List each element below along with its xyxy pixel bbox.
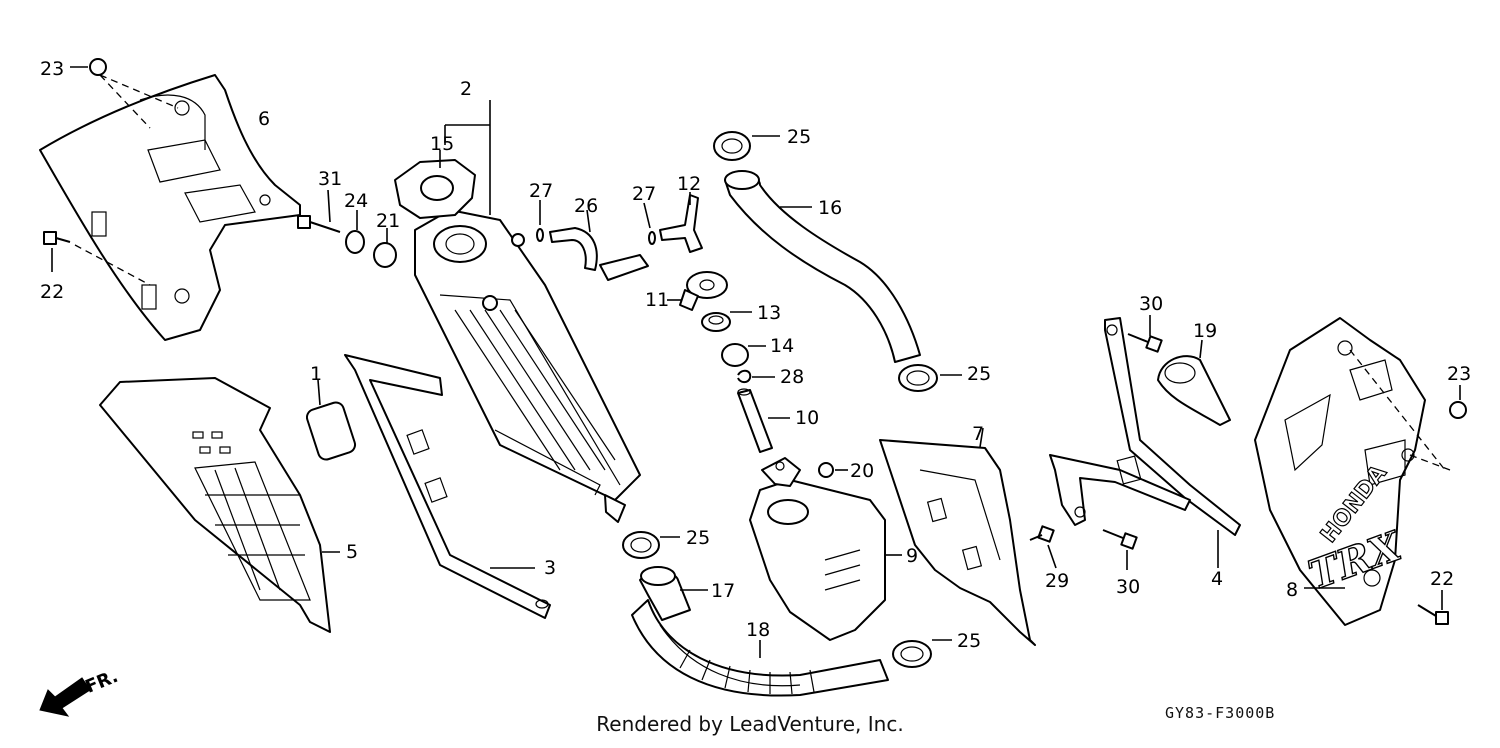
callout-8: 8 bbox=[1286, 579, 1298, 601]
grommet-part-14[interactable] bbox=[721, 343, 766, 367]
radiator-guard-part-5[interactable] bbox=[99, 377, 340, 633]
callout-25-lower-left: 25 bbox=[686, 527, 710, 549]
callout-28: 28 bbox=[780, 366, 804, 388]
callout-19: 19 bbox=[1193, 320, 1217, 342]
callout-13: 13 bbox=[757, 302, 781, 324]
clip-part-27-left[interactable] bbox=[536, 200, 544, 242]
right-shroud-part-8[interactable]: HONDA TRX bbox=[1254, 317, 1426, 626]
callout-9: 9 bbox=[906, 545, 918, 567]
callout-12: 12 bbox=[677, 173, 701, 195]
callout-6: 6 bbox=[258, 108, 270, 130]
hose-part-17[interactable] bbox=[639, 566, 708, 621]
callout-4: 4 bbox=[1211, 568, 1223, 590]
callout-1: 1 bbox=[310, 363, 322, 385]
clamp-part-25-mid[interactable] bbox=[898, 364, 962, 392]
hose-part-18[interactable] bbox=[631, 599, 889, 697]
callout-3: 3 bbox=[544, 557, 556, 579]
hose-part-27-short[interactable] bbox=[599, 254, 649, 281]
callout-10: 10 bbox=[795, 407, 819, 429]
callout-11: 11 bbox=[645, 289, 669, 311]
front-direction-arrow-icon: FR. bbox=[39, 666, 121, 717]
callout-23-left: 23 bbox=[40, 58, 64, 80]
callout-2: 2 bbox=[460, 78, 472, 100]
hose-part-26[interactable] bbox=[549, 209, 598, 271]
callout-25-top: 25 bbox=[787, 126, 811, 148]
cover-part-7[interactable] bbox=[879, 427, 1036, 646]
callout-14: 14 bbox=[770, 335, 794, 357]
clamp-part-25-lower-right[interactable] bbox=[892, 639, 952, 668]
left-shroud-part-6[interactable] bbox=[39, 74, 301, 341]
callout-27-right: 27 bbox=[632, 183, 656, 205]
diagram-code: GY83-F3000B bbox=[1165, 704, 1276, 722]
callout-22-left: 22 bbox=[40, 281, 64, 303]
callout-26: 26 bbox=[574, 195, 598, 217]
callout-30-upper: 30 bbox=[1139, 293, 1163, 315]
callout-25-lower-right: 25 bbox=[957, 630, 981, 652]
seal-part-13[interactable] bbox=[701, 311, 752, 332]
callout-25-mid: 25 bbox=[967, 363, 991, 385]
bolt-part-20[interactable] bbox=[818, 462, 848, 478]
bolt-part-23-right[interactable] bbox=[1349, 349, 1467, 471]
callout-5: 5 bbox=[346, 541, 358, 563]
callout-29: 29 bbox=[1045, 570, 1069, 592]
fitting-part-12[interactable] bbox=[659, 192, 703, 253]
reserve-tank-part-9[interactable] bbox=[749, 457, 902, 641]
callout-22-right: 22 bbox=[1430, 568, 1454, 590]
callout-27-left: 27 bbox=[529, 180, 553, 202]
radiator-part-2[interactable] bbox=[414, 100, 641, 523]
callout-23-right: 23 bbox=[1447, 363, 1471, 385]
radiator-cap-part-15[interactable] bbox=[394, 150, 476, 219]
callout-7: 7 bbox=[972, 423, 984, 445]
callout-17: 17 bbox=[711, 580, 735, 602]
callout-30-lower: 30 bbox=[1116, 576, 1140, 598]
bolt-part-30-upper[interactable] bbox=[1127, 315, 1163, 353]
washer-part-11[interactable] bbox=[667, 271, 728, 311]
hose-part-16[interactable] bbox=[724, 170, 921, 363]
bolt-part-22-left[interactable] bbox=[43, 231, 151, 286]
front-label: FR. bbox=[82, 666, 121, 698]
bolt-part-30-lower[interactable] bbox=[1102, 529, 1138, 570]
callout-18: 18 bbox=[746, 619, 770, 641]
callout-21: 21 bbox=[376, 210, 400, 232]
tube-part-10[interactable] bbox=[737, 388, 790, 453]
damper-part-19[interactable] bbox=[1157, 339, 1231, 426]
bracket-part-3[interactable] bbox=[344, 354, 551, 619]
bolt-part-22-right[interactable] bbox=[1417, 590, 1449, 625]
callout-31: 31 bbox=[318, 168, 342, 190]
bolt-part-23-left[interactable] bbox=[70, 58, 179, 129]
callout-20: 20 bbox=[850, 460, 874, 482]
clip-part-27-right[interactable] bbox=[643, 202, 656, 245]
grommet-part-1[interactable] bbox=[305, 379, 357, 462]
bolt-part-29[interactable] bbox=[1029, 525, 1057, 569]
collar-part-24[interactable] bbox=[345, 210, 365, 254]
clip-part-28[interactable] bbox=[737, 369, 775, 384]
callout-24: 24 bbox=[344, 190, 368, 212]
render-credit: Rendered by LeadVenture, Inc. bbox=[596, 712, 904, 736]
grommet-part-21[interactable] bbox=[373, 228, 397, 268]
clamp-part-25-lower-left[interactable] bbox=[622, 531, 680, 559]
bracket-part-4[interactable] bbox=[1049, 317, 1241, 568]
callout-15: 15 bbox=[430, 133, 454, 155]
bolt-part-31[interactable] bbox=[297, 189, 341, 233]
clamp-part-25-top[interactable] bbox=[713, 131, 780, 161]
callout-16: 16 bbox=[818, 197, 842, 219]
